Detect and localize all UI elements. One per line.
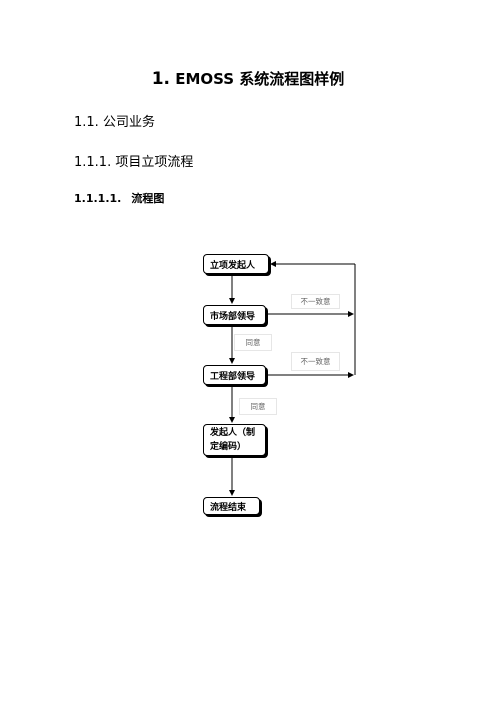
node-market-leader: 市场部领导 — [203, 305, 266, 325]
edge-label-disagree: 不一致意 — [291, 294, 340, 309]
title-number: 1. — [151, 69, 170, 89]
subsubsection-text: 流程图 — [131, 192, 165, 205]
node-initiator-coding: 发起人（制定编码） — [203, 424, 266, 456]
edge-label-agree: 同意 — [239, 398, 277, 415]
node-initiator-coding-label: 发起人（制定编码） — [210, 428, 256, 452]
node-initiator: 立项发起人 — [203, 254, 269, 274]
document-title: 1. EMOSS 系统流程图样例 — [0, 68, 496, 89]
edge-label-agree: 同意 — [234, 334, 272, 351]
subsubsection-heading: 1.1.1.1. 流程图 — [74, 190, 164, 206]
node-end-label: 流程结束 — [210, 502, 247, 513]
node-end: 流程结束 — [203, 497, 260, 515]
subsection-heading: 1.1.1. 项目立项流程 — [74, 155, 194, 170]
title-text: EMOSS 系统流程图样例 — [175, 70, 345, 88]
section-heading: 1.1. 公司业务 — [74, 115, 155, 130]
node-engineering-leader-label: 工程部领导 — [210, 371, 256, 382]
edge-label-disagree: 不一致意 — [291, 352, 340, 371]
node-initiator-label: 立项发起人 — [210, 260, 256, 271]
node-market-leader-label: 市场部领导 — [210, 311, 256, 322]
node-engineering-leader: 工程部领导 — [203, 365, 266, 385]
subsubsection-number: 1.1.1.1. — [74, 192, 122, 205]
